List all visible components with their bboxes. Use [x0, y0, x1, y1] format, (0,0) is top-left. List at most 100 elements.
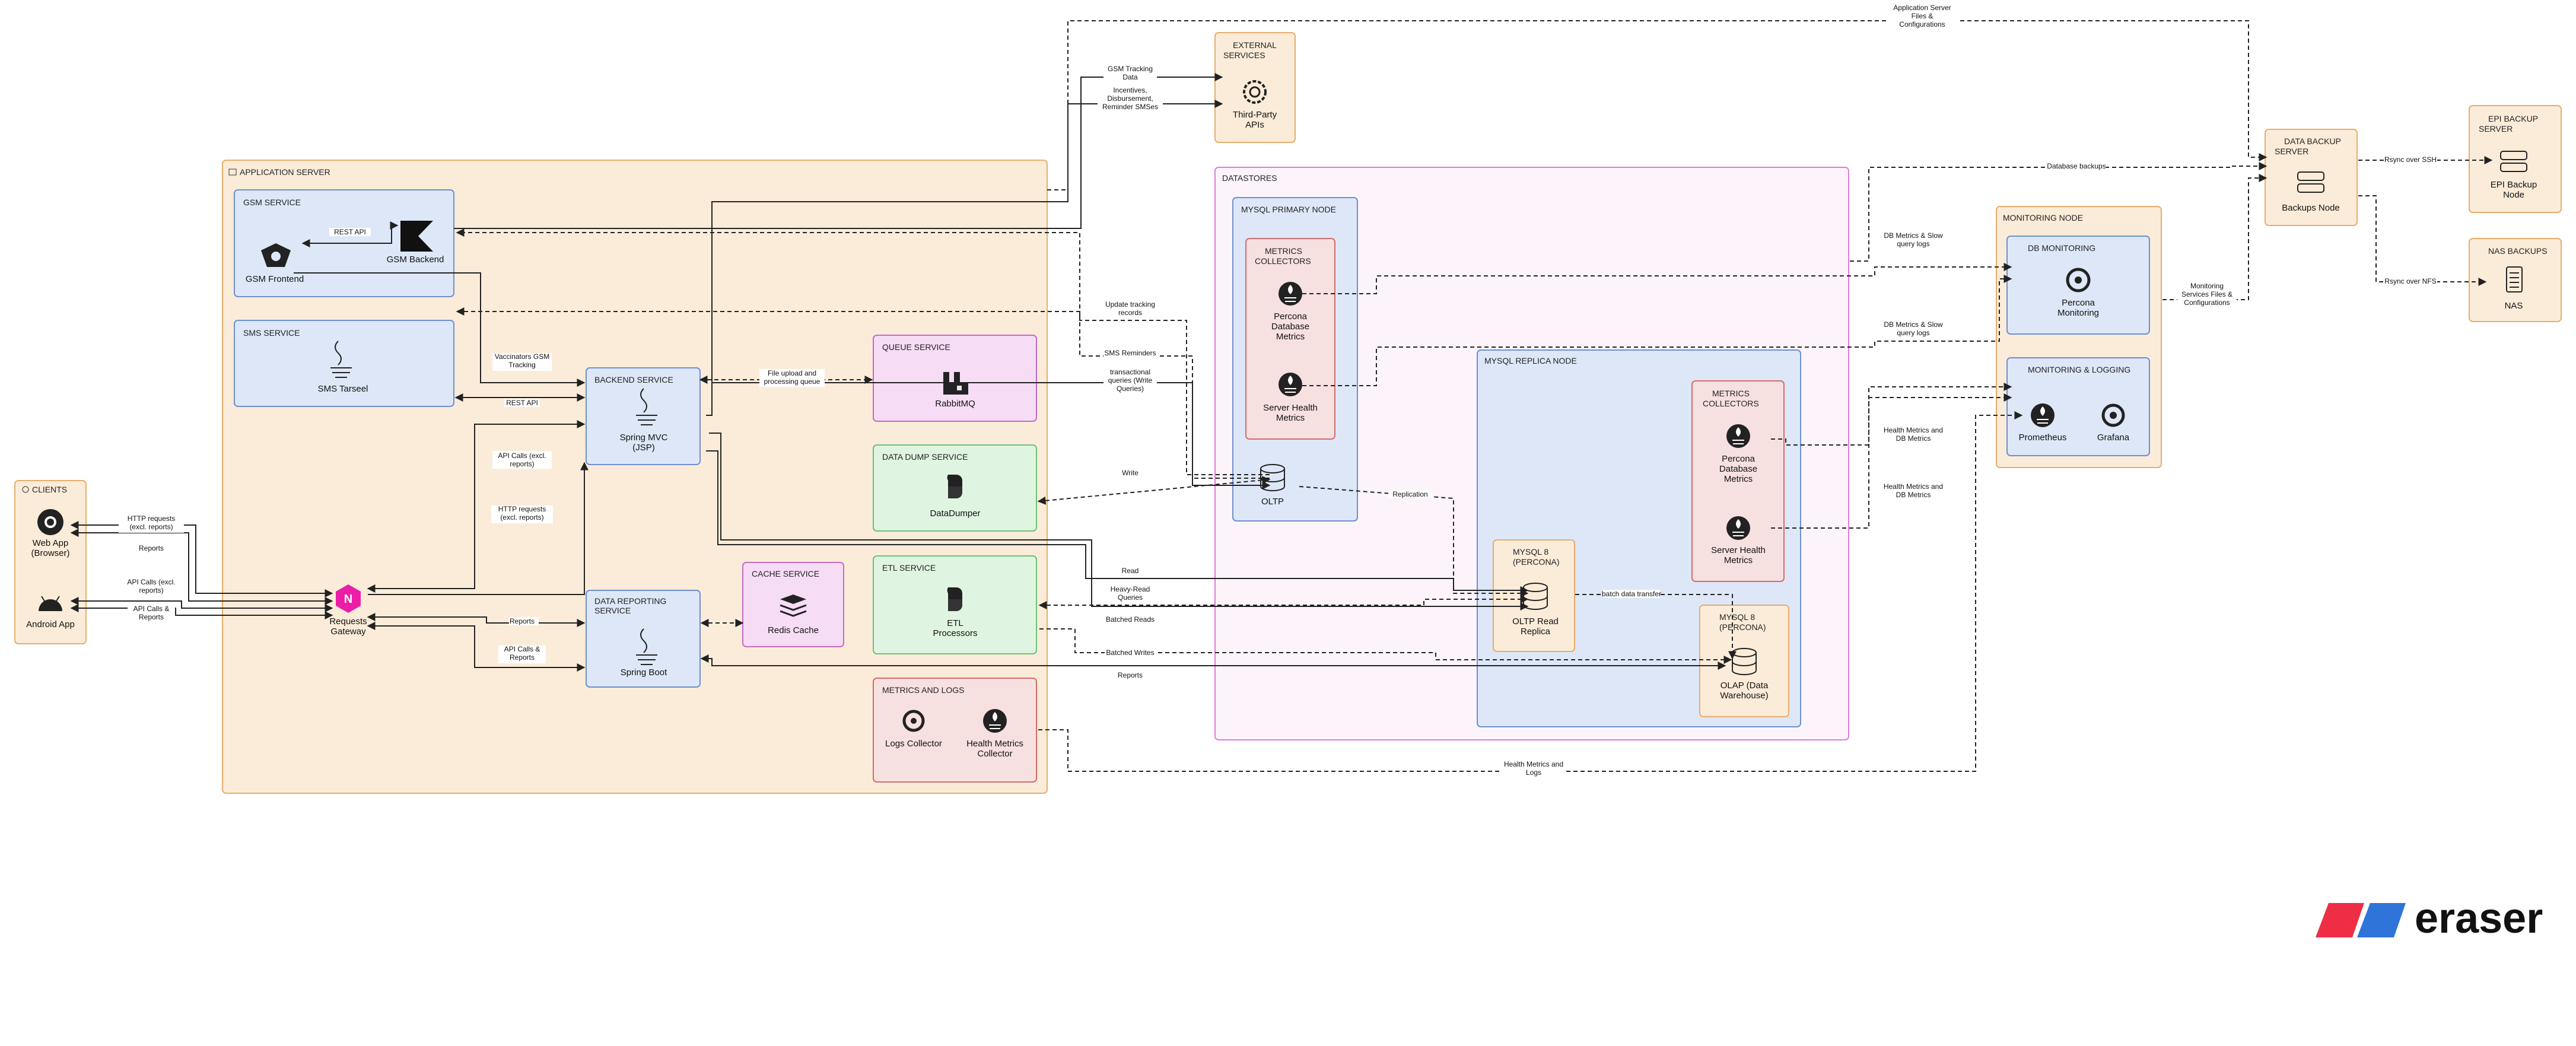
nas-node[interactable]: NAS [2505, 266, 2523, 311]
edge-db-metrics-1 [1302, 263, 2012, 294]
mysql8-percona-olap-group: MYSQL 8(PERCONA) [1699, 605, 1789, 717]
edge-datadumper-oltp [1037, 476, 1271, 505]
grafana-icon [2066, 268, 2091, 293]
edge-etl-batched-reads [1038, 595, 1529, 609]
metrics-and-logs-group: METRICS AND LOGS [873, 678, 1037, 783]
edges [70, 20, 2493, 772]
etl-service-title: ETL SERVICE [882, 563, 936, 573]
edge-android-gateway-reports [70, 604, 333, 619]
rabbitmq-icon [943, 372, 968, 395]
monitoring-node-title: MONITORING NODE [2003, 213, 2083, 222]
server-icon [228, 168, 237, 176]
gsm-backend-node[interactable]: GSM Backend [387, 221, 444, 265]
label-http-requests-excl-reports: HTTP requests(excl. reports) [128, 514, 175, 531]
label-batched-reads: Batched Reads [1106, 615, 1155, 624]
prometheus-icon [1726, 424, 1750, 448]
label-gw-api-calls-reports: API Calls &Reports [504, 645, 540, 662]
mysql-replica-node-title: MYSQL REPLICA NODE [1484, 356, 1577, 365]
data-dump-service-title: DATA DUMP SERVICE [882, 452, 968, 462]
spring-boot-label: Spring Boot [621, 667, 667, 678]
sms-tarseel-label: SMS Tarseel [318, 384, 368, 394]
edge-update-tracking [456, 228, 1270, 475]
edge-health-metrics-2 [1771, 393, 2012, 529]
label-api-calls-reports: API Calls &Reports [133, 605, 170, 621]
edge-labels: HTTP requests(excl. reports) Reports API… [119, 3, 2437, 778]
label-rsync-ssh: Rsync over SSH [2384, 155, 2437, 164]
sms-service-group: SMS SERVICE [234, 320, 454, 407]
nginx-letter: N [344, 593, 352, 606]
grafana-icon [902, 710, 925, 732]
edge-gsm-frontend-backend [301, 221, 399, 247]
spring-mvc-node[interactable]: Spring MVC(JSP) [620, 388, 668, 453]
label-replication: Replication [1392, 490, 1427, 498]
grafana-node[interactable]: Grafana [2097, 403, 2130, 443]
gsm-frontend-node[interactable]: GSM Frontend [246, 243, 304, 284]
label-write: Write [1122, 469, 1138, 477]
backups-node-label: Backups Node [2282, 203, 2340, 213]
cache-service-title: CACHE SERVICE [752, 569, 819, 578]
edge-health-metrics-1 [1771, 383, 2012, 446]
cache-service-group: CACHE SERVICE [742, 562, 844, 647]
datadumper-node[interactable]: DataDumper [930, 475, 981, 519]
rabbitmq-node[interactable]: RabbitMQ [935, 372, 975, 409]
oltp-node[interactable]: OLTP [1260, 464, 1285, 507]
gsm-frontend-label: GSM Frontend [246, 274, 304, 284]
logs-collector-node[interactable]: Logs Collector [885, 710, 942, 749]
monitoring-logging-group: MONITORING & LOGGING [2006, 357, 2150, 456]
spring-boot-node[interactable]: Spring Boot [621, 628, 667, 678]
gsm-service-title: GSM SERVICE [243, 198, 301, 207]
database-icon [1260, 464, 1285, 491]
gsm-backend-icon [400, 221, 433, 252]
label-rest-api-sms: REST API [506, 399, 538, 407]
db-monitoring-group: DB MONITORING [2006, 236, 2150, 335]
sms-tarseel-node[interactable]: SMS Tarseel [318, 341, 368, 394]
eraser-logo-blue-mark [2357, 903, 2406, 937]
prometheus-icon [983, 709, 1007, 733]
label-gw-api-calls: API Calls (excl.reports) [498, 452, 546, 468]
android-app-node[interactable]: Android App [26, 596, 75, 629]
label-gw-reports: Reports [510, 617, 535, 625]
user-group-icon [22, 486, 29, 493]
mysql8-percona-b-title: MYSQL 8(PERCONA) [1719, 612, 1766, 632]
label-rest-api-gsm: REST API [334, 228, 366, 236]
android-app-label: Android App [26, 619, 75, 629]
backend-service-group: BACKEND SERVICE [586, 367, 701, 465]
eraser-logo-red-mark [2316, 903, 2364, 937]
web-app-node[interactable]: Web App(Browser) [31, 509, 70, 558]
nas-label: NAS [2505, 301, 2523, 311]
label-reports: Reports [139, 544, 164, 552]
redis-cache-label: Redis Cache [768, 625, 819, 635]
edge-metrics-monitoring [1038, 411, 2023, 772]
backups-node[interactable]: Backups Node [2282, 171, 2340, 213]
prometheus-node[interactable]: Prometheus [2019, 403, 2067, 443]
nginx-icon [336, 584, 361, 613]
eraser-logo[interactable]: eraser [2316, 895, 2543, 942]
redis-cache-node[interactable]: Redis Cache [768, 594, 819, 635]
